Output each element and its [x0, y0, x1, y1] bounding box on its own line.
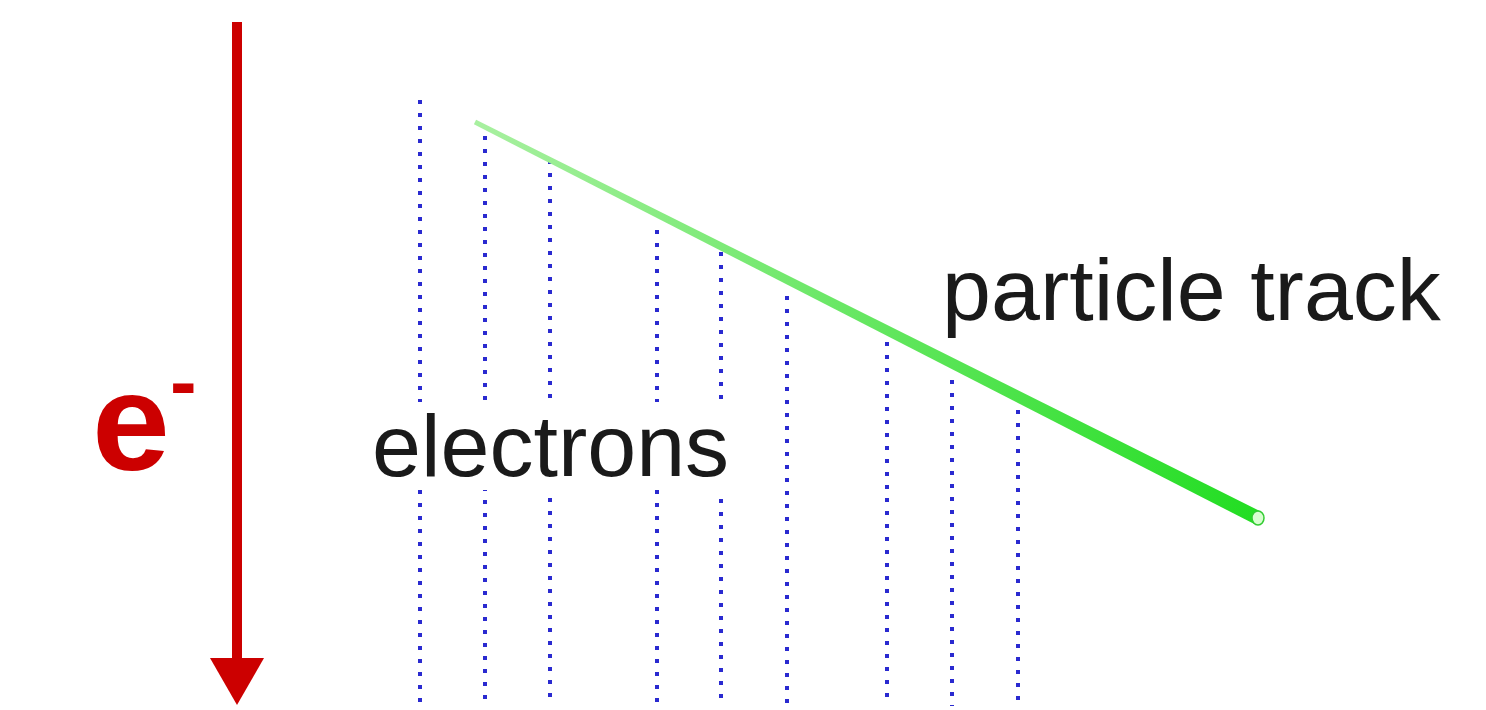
drift-arrow [210, 22, 264, 705]
drift-line [950, 380, 954, 706]
track-label: particle track [938, 246, 1445, 334]
arrow-head [210, 658, 264, 705]
drift-line [885, 342, 889, 706]
drift-line [785, 296, 789, 706]
charge-symbol: e [92, 352, 170, 492]
charge-symbol-holder: e [92, 352, 170, 492]
electrons-label-holder: electrons [368, 402, 733, 490]
arrow-shaft [232, 22, 242, 664]
track-end-cap [1252, 511, 1264, 525]
drift-line [1016, 410, 1020, 706]
track-label-holder: particle track [938, 246, 1445, 334]
electrons-label: electrons [368, 402, 733, 490]
charge-sign: - [170, 342, 197, 422]
charge-sign-holder: - [170, 342, 197, 422]
